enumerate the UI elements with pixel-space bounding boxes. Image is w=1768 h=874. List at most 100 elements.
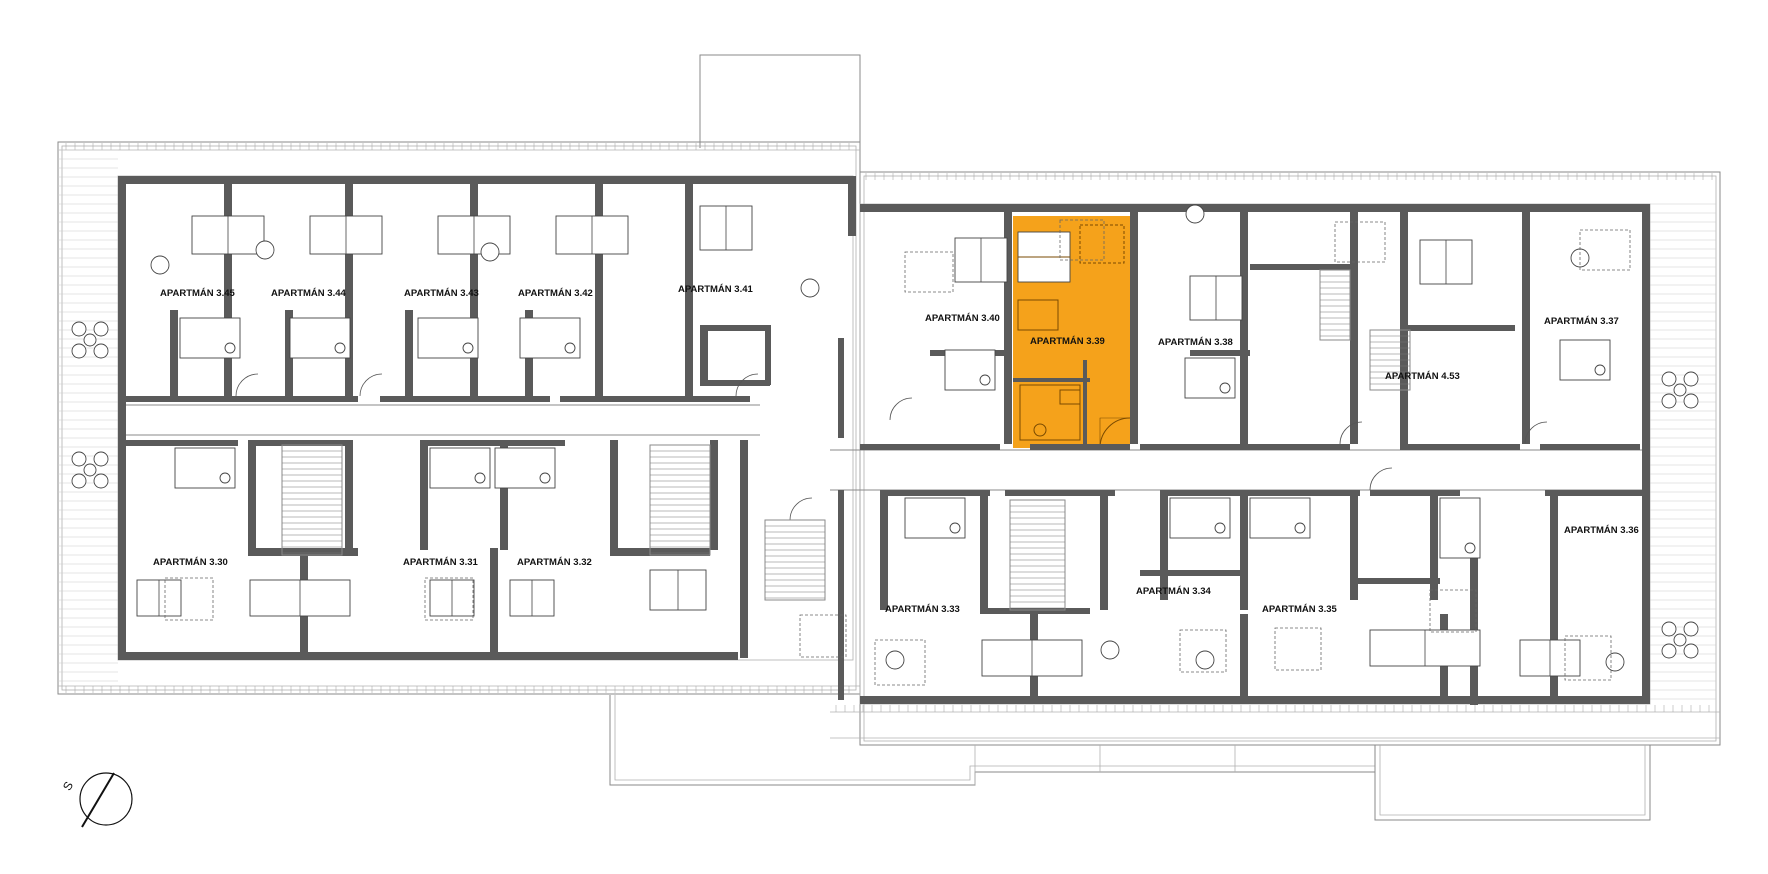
- toilet: [1214, 522, 1226, 534]
- wall: [255, 440, 345, 446]
- toilet: [334, 342, 346, 354]
- terrace-table: [83, 333, 97, 347]
- wall: [1350, 204, 1358, 444]
- toilet: [539, 472, 551, 484]
- wall: [1642, 204, 1650, 704]
- toilet: [219, 472, 231, 484]
- stair-outline: [281, 444, 343, 556]
- round-table: [800, 278, 820, 298]
- terrace-chair: [1683, 621, 1699, 637]
- wall: [880, 490, 990, 496]
- bathroom-fixture: [429, 447, 491, 489]
- label-apartman-3-38: APARTMÁN 3.38: [1158, 337, 1233, 348]
- label-apartman-3-30: APARTMÁN 3.30: [153, 557, 228, 568]
- round-table: [1195, 650, 1215, 670]
- wall: [880, 490, 888, 610]
- stair-outline: [764, 519, 826, 601]
- door-swing: [359, 373, 383, 397]
- wall: [560, 396, 750, 402]
- furniture-outline: [904, 251, 954, 293]
- door-swing: [1369, 467, 1393, 491]
- wall: [1240, 490, 1248, 610]
- terrace-chair: [71, 321, 87, 337]
- terrace-table: [1673, 383, 1687, 397]
- wall: [700, 325, 708, 385]
- wall: [1240, 614, 1248, 704]
- toilet: [224, 342, 236, 354]
- terrace-chair: [1661, 371, 1677, 387]
- wall: [980, 490, 988, 610]
- round-table: [1185, 204, 1205, 224]
- wall: [848, 176, 856, 236]
- label-apartman-3-45: APARTMÁN 3.45: [160, 288, 235, 299]
- door-swing: [735, 373, 759, 397]
- label-apartman-3-39: APARTMÁN 3.39: [1030, 336, 1105, 347]
- wall: [470, 176, 478, 396]
- wall: [1540, 444, 1640, 450]
- round-table: [1100, 640, 1120, 660]
- label-apartman-3-41: APARTMÁN 3.41: [678, 284, 753, 295]
- terrace-chair: [93, 473, 109, 489]
- round-table: [480, 242, 500, 262]
- wall: [170, 310, 178, 400]
- stairs: [281, 269, 1411, 611]
- wall: [860, 696, 1650, 704]
- furniture-outline: [1274, 627, 1322, 671]
- label-apartman-3-37: APARTMÁN 3.37: [1544, 316, 1619, 327]
- furniture-outline: [799, 614, 847, 658]
- terrace-chair: [1683, 393, 1699, 409]
- terrace-chair: [71, 451, 87, 467]
- terrace-chair: [1661, 643, 1677, 659]
- round-table: [150, 255, 170, 275]
- wall: [1545, 490, 1645, 496]
- label-apartman-4-53: APARTMÁN 4.53: [1385, 371, 1460, 382]
- label-apartman-3-43: APARTMÁN 3.43: [404, 288, 479, 299]
- highlighted-apartment-3-39: [1013, 216, 1131, 449]
- wall: [380, 396, 550, 402]
- wall: [1190, 350, 1250, 356]
- round-table: [1605, 652, 1625, 672]
- toilet: [949, 522, 961, 534]
- wall: [1140, 570, 1240, 576]
- terrace-chair: [1661, 393, 1677, 409]
- toilet: [474, 472, 486, 484]
- terrace-chair: [71, 343, 87, 359]
- wall: [1550, 490, 1558, 700]
- toilet: [979, 374, 991, 386]
- door-swing: [789, 497, 813, 521]
- furniture-outline: [1429, 589, 1477, 633]
- label-apartman-3-36: APARTMÁN 3.36: [1564, 525, 1639, 536]
- wall: [838, 490, 844, 700]
- round-table: [885, 650, 905, 670]
- furniture-outline: [874, 639, 926, 686]
- wall: [405, 310, 413, 400]
- label-apartman-3-33: APARTMÁN 3.33: [885, 604, 960, 615]
- furniture-outline: [1579, 229, 1631, 271]
- wall: [1030, 444, 1130, 450]
- wall: [345, 176, 353, 396]
- wall: [1005, 490, 1115, 496]
- label-apartman-3-31: APARTMÁN 3.31: [403, 557, 478, 568]
- wall: [1350, 490, 1358, 600]
- wall: [345, 440, 353, 550]
- toilet: [1464, 542, 1476, 554]
- label-apartman-3-34: APARTMÁN 3.34: [1136, 586, 1211, 597]
- terrace-table: [1673, 633, 1687, 647]
- toilet: [564, 342, 576, 354]
- wall: [118, 652, 738, 660]
- toilet: [1294, 522, 1306, 534]
- wall: [1140, 444, 1350, 450]
- terrace-chair: [93, 321, 109, 337]
- wall: [1400, 444, 1520, 450]
- wall: [1405, 325, 1515, 331]
- wall: [1250, 264, 1350, 270]
- furniture-outline: [1179, 629, 1227, 673]
- terrace-chair: [71, 473, 87, 489]
- terrace-table: [83, 463, 97, 477]
- wall: [1004, 204, 1012, 444]
- terrace-chair: [1683, 643, 1699, 659]
- wall: [740, 440, 748, 620]
- wall: [980, 608, 1090, 614]
- wall: [420, 440, 428, 550]
